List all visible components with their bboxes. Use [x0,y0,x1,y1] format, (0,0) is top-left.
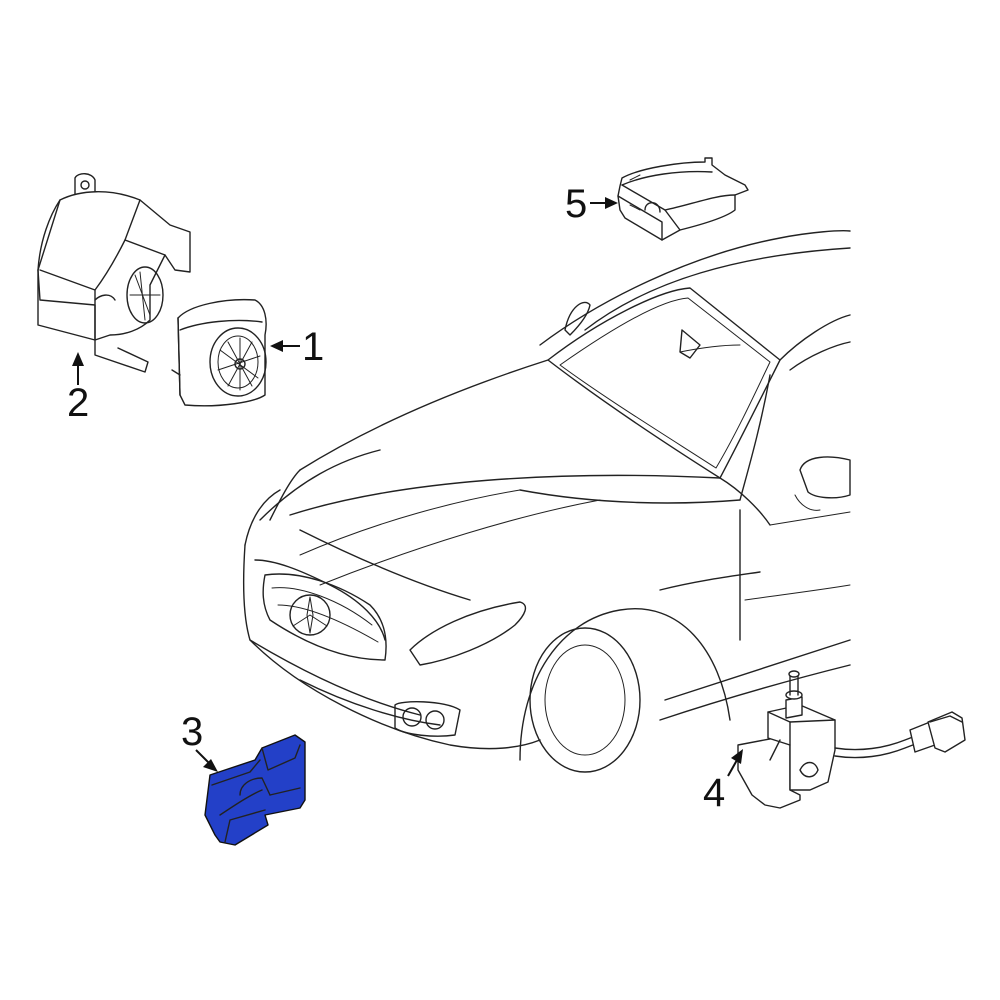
part-3-bracket-highlighted [204,734,306,846]
callout-5-label: 5 [565,182,587,226]
callout-5: 5 [565,182,618,226]
callout-1-label: 1 [302,325,324,369]
part-1-sounder [171,298,267,407]
callout-4: 4 [703,749,743,815]
part-4-sensor [737,670,966,809]
callout-4-label: 4 [703,771,725,815]
callout-3: 3 [181,710,218,772]
callout-1: 1 [270,325,324,369]
car-outline [242,230,851,773]
part-2-siren-module [37,173,191,373]
callout-2-label: 2 [67,381,89,425]
callout-2: 2 [67,352,89,425]
callout-3-label: 3 [181,710,203,754]
part-5-control-module [617,157,749,241]
